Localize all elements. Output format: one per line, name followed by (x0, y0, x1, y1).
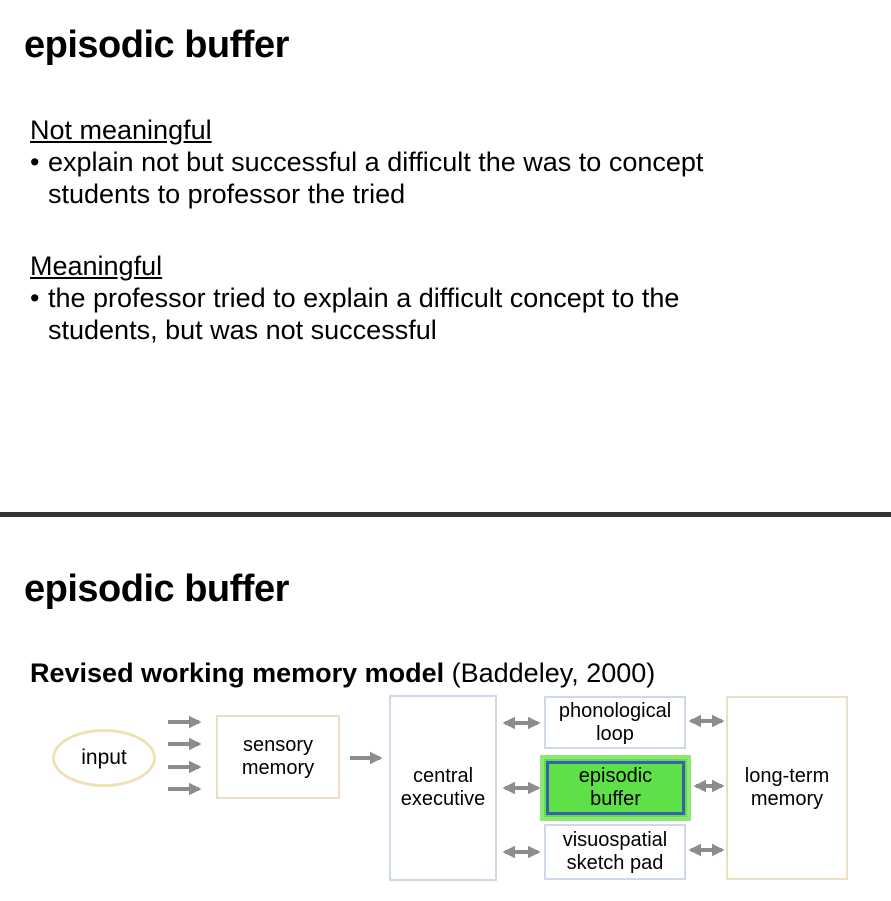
long-term-memory-box: long-term memory (726, 696, 848, 880)
subtitle-citation: (Baddeley, 2000) (444, 658, 656, 688)
slide-2: episodic buffer Revised working memory m… (0, 517, 891, 901)
bullet-line: students, but was not successful (48, 315, 437, 345)
episodic-buffer-label: episodic buffer (579, 765, 652, 811)
slide-title: episodic buffer (24, 568, 289, 610)
phonological-loop-label: phonological loop (559, 700, 671, 746)
not-meaningful-heading: Not meaningful (30, 115, 212, 145)
episodic-buffer-box: episodic buffer (540, 755, 691, 821)
not-meaningful-bullet: • explain not but successful a difficult… (30, 146, 850, 210)
label-line: sketch pad (566, 852, 664, 874)
slide-1: episodic buffer Not meaningful • explain… (24, 24, 850, 346)
meaningful-section: Meaningful • the professor tried to expl… (30, 250, 850, 346)
label-line: central (412, 765, 474, 787)
meaningful-bullet: • the professor tried to explain a diffi… (30, 282, 850, 346)
label-line: visuospatial (562, 829, 668, 851)
slide-divider (0, 512, 891, 517)
central-executive-box: central executive (389, 695, 497, 881)
label-line: episodic (578, 765, 653, 787)
episodic-buffer-inner: episodic buffer (546, 761, 685, 815)
bullet-icon: • (30, 147, 40, 177)
slide-title: episodic buffer (24, 24, 289, 66)
input-node: input (52, 729, 156, 787)
label-line: buffer (590, 788, 641, 810)
label-line: executive (400, 788, 486, 810)
label-line: memory (241, 757, 315, 779)
subtitle-bold: Revised working memory model (30, 658, 445, 688)
meaningful-heading: Meaningful (30, 251, 163, 281)
label-line: loop (596, 722, 634, 745)
input-label: input (81, 746, 127, 769)
long-term-memory-label: long-term memory (745, 765, 829, 811)
label-line: long-term (744, 765, 830, 787)
not-meaningful-section: Not meaningful • explain not but success… (30, 114, 850, 210)
visuospatial-sketchpad-label: visuospatial sketch pad (563, 829, 668, 875)
bullet-line: the professor tried to explain a difficu… (48, 283, 680, 313)
sensory-memory-box: sensory memory (216, 715, 340, 799)
central-executive-label: central executive (401, 765, 486, 811)
visuospatial-sketchpad-box: visuospatial sketch pad (544, 824, 686, 880)
sensory-memory-label: sensory memory (242, 734, 314, 780)
bullet-line: students to professor the tried (48, 179, 406, 209)
bullet-icon: • (30, 283, 40, 313)
bullet-line: explain not but successful a difficult t… (48, 147, 704, 177)
label-line: memory (750, 788, 824, 810)
phonological-loop-box: phonological loop (544, 696, 686, 749)
label-line: phonological (558, 699, 672, 722)
label-line: sensory (242, 734, 313, 756)
diagram-subtitle: Revised working memory model (Baddeley, … (30, 658, 655, 689)
